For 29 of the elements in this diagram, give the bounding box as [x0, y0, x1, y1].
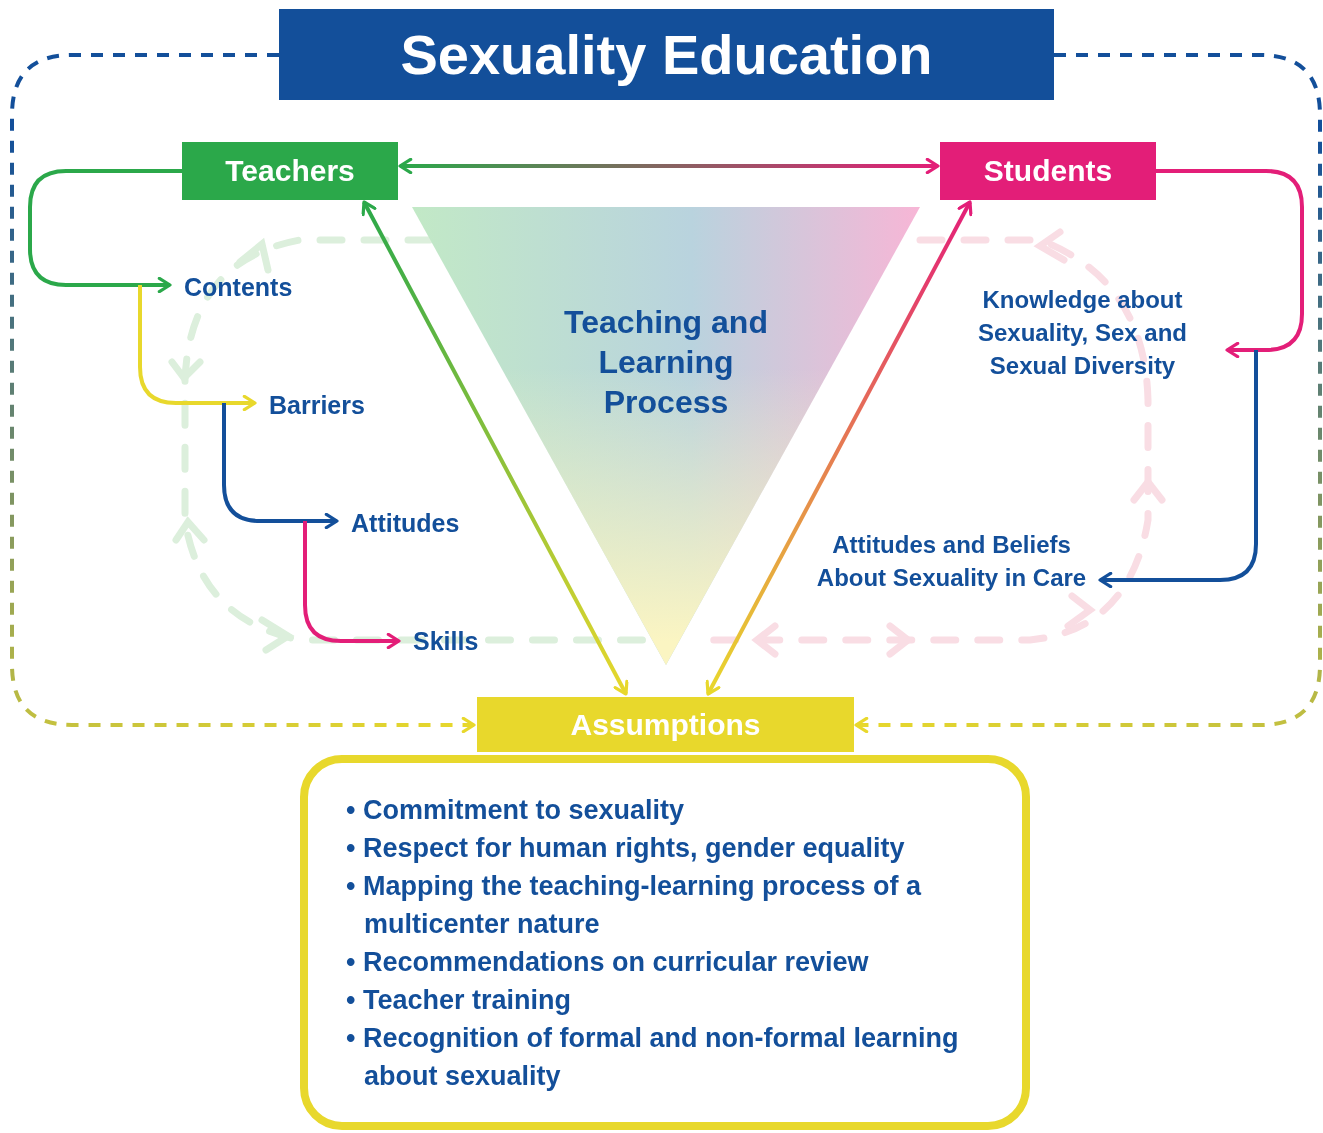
assumptions-box	[300, 755, 1030, 1130]
arrow	[138, 285, 257, 412]
teachers-box: Teachers	[182, 142, 398, 200]
topic-label: Skills	[401, 624, 491, 658]
arrow	[1156, 169, 1304, 359]
dashed-arrow	[854, 53, 1322, 734]
bullet-item: • Mapping the teaching-learning process of a multicenter nature	[346, 870, 923, 941]
bullet-item: • Commitment to sexuality	[346, 794, 685, 827]
arrow	[398, 157, 940, 175]
bullet-item: • Teacher training	[346, 984, 572, 1017]
topic-label: Barriers	[257, 388, 387, 422]
topic-label: Attitudes and Beliefs About Sexuality in Care	[805, 528, 1098, 628]
arrow	[361, 200, 629, 696]
topic-label: Attitudes	[339, 506, 479, 540]
bullet-item: • Respect for human rights, gender equality	[346, 832, 906, 865]
arrow	[303, 521, 401, 650]
dashed-arrow	[10, 53, 476, 734]
arrow	[222, 403, 339, 530]
arrow	[28, 169, 182, 294]
students-box: Students	[940, 142, 1156, 200]
topic-label: Contents	[172, 270, 312, 304]
arrow	[1098, 350, 1258, 589]
assumptions-header: Assumptions	[477, 697, 854, 752]
topic-label: Knowledge about Sexuality, Sex and Sexual Diversity	[940, 283, 1225, 383]
title-box: Sexuality Education	[279, 9, 1054, 100]
arrow	[705, 200, 973, 696]
process-label: Teaching and Learning Process	[563, 303, 769, 422]
bullet-item: • Recognition of formal and non-formal learning about sexuality	[346, 1022, 960, 1093]
bullet-item: • Recommendations on curricular review	[346, 946, 870, 979]
